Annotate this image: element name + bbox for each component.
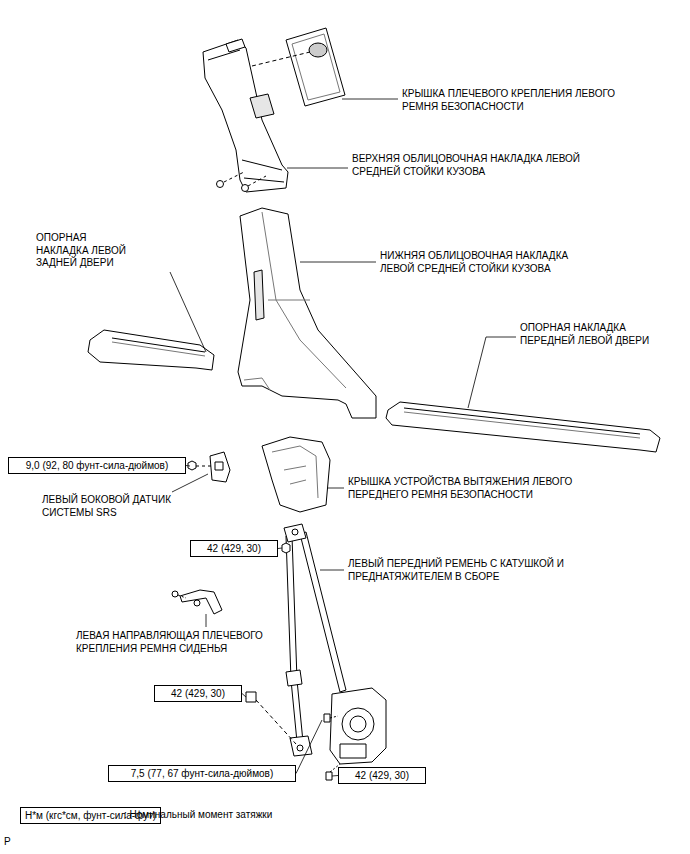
- leader-line: [287, 168, 348, 169]
- tongue-plate: [286, 670, 302, 686]
- belt-webbing: [300, 532, 346, 692]
- part-name: КРЫШКА УСТРОЙСТВА ВЫТЯЖЕНИЯ ЛЕВОГО ПЕРЕД…: [348, 476, 598, 501]
- leader-line: [468, 337, 516, 408]
- dashed-guide: [256, 700, 296, 744]
- sensor-connector: [215, 462, 223, 470]
- anchor-hole: [297, 745, 303, 751]
- anchor-cover: [286, 28, 345, 106]
- part-name: ЛЕВЫЙ ПЕРЕДНИЙ РЕМЕНЬ С КАТУШКОЙ И ПРЕДН…: [348, 558, 576, 583]
- upper-pillar-garnish: [203, 40, 288, 192]
- garnish-window: [250, 94, 274, 118]
- screw: [172, 591, 178, 597]
- bolt: [246, 692, 256, 702]
- retractor-cover: [262, 437, 330, 512]
- top-anchor-plate: [284, 524, 306, 542]
- leader-line: [320, 570, 344, 571]
- rear-scuff-plate: [88, 330, 214, 370]
- screw: [194, 600, 200, 606]
- nut: [282, 543, 290, 553]
- anchor-cover-inner: [292, 34, 340, 100]
- part-name: ЛЕВАЯ НАПРАВЛЯЮЩАЯ ПЛЕЧЕВОГО КРЕПЛЕНИЯ Р…: [76, 630, 286, 655]
- leader-line: [278, 548, 282, 550]
- belt-webbing: [286, 536, 303, 742]
- screw: [217, 181, 224, 188]
- bolt: [326, 772, 332, 780]
- bolt: [324, 714, 330, 722]
- torque-box: 9,0 (92, 80 фунт-сила-дюймов): [8, 457, 186, 474]
- part-name: НИЖНЯЯ ОБЛИЦОВОЧНАЯ НАКЛАДКА ЛЕВОЙ СРЕДН…: [380, 250, 592, 275]
- part-name: ОПОРНАЯ НАКЛАДКА ЛЕВОЙ ЗАДНЕЙ ДВЕРИ: [36, 232, 140, 270]
- leader-line: [172, 474, 208, 492]
- torque-value: 42 (429, 30): [207, 543, 261, 554]
- retractor-spool: [350, 716, 366, 732]
- leader-line: [206, 614, 207, 627]
- cover-contour: [272, 446, 318, 498]
- part-name: : Номинальный момент затяжки: [124, 809, 272, 822]
- torque-value: 7,5 (77, 67 фунт-сила-дюймов): [131, 768, 273, 779]
- torque-value: 42 (429, 30): [355, 770, 409, 781]
- figure-code: P: [4, 836, 11, 849]
- retractor: [330, 688, 386, 764]
- anchor-cover-hole: [309, 43, 327, 57]
- garnish-ridge: [208, 50, 284, 182]
- leader-line: [328, 488, 344, 489]
- scuff-groove: [112, 338, 205, 352]
- dashed-guide: [178, 595, 186, 598]
- scuff-groove: [404, 412, 640, 438]
- front-scuff-plate: [386, 402, 660, 452]
- dashed-guide: [252, 52, 310, 66]
- bottom-anchor-plate: [290, 736, 312, 756]
- leader-line: [242, 694, 246, 698]
- garnish-contour: [244, 212, 346, 390]
- part-name: ЛЕВЫЙ БОКОВОЙ ДАТЧИК СИСТЕМЫ SRS: [42, 494, 182, 519]
- srs-sensor: [210, 452, 230, 482]
- dashed-guide: [224, 172, 244, 182]
- torque-box: 7,5 (77, 67 фунт-сила-дюймов): [108, 765, 296, 782]
- shoulder-guide: [180, 590, 222, 614]
- anchor-hole: [292, 529, 298, 535]
- scuff-groove: [404, 408, 640, 434]
- torque-value: 42 (429, 30): [171, 688, 225, 699]
- part-name: КРЫШКА ПЛЕЧЕВОГО КРЕПЛЕНИЯ ЛЕВОГО РЕМНЯ …: [402, 88, 642, 113]
- retractor-spool: [342, 708, 374, 740]
- screw: [242, 185, 249, 192]
- dashed-guide: [330, 716, 338, 718]
- torque-box: 42 (429, 30): [338, 767, 426, 784]
- torque-value: 9,0 (92, 80 фунт-сила-дюймов): [26, 460, 168, 471]
- leader-line: [342, 99, 398, 100]
- lower-pillar-garnish: [238, 208, 376, 418]
- scuff-groove: [112, 342, 205, 356]
- part-name: ВЕРХНЯЯ ОБЛИЦОВОЧНАЯ НАКЛАДКА ЛЕВОЙ СРЕД…: [352, 153, 614, 178]
- dashed-guide: [248, 176, 266, 186]
- leader-line: [300, 262, 376, 263]
- garnish-slot: [254, 270, 264, 320]
- part-name: ОПОРНАЯ НАКЛАДКА ПЕРЕДНЕЙ ЛЕВОЙ ДВЕРИ: [520, 322, 672, 347]
- torque-box: 42 (429, 30): [190, 540, 278, 557]
- dashed-guide: [196, 466, 212, 467]
- leader-line: [296, 720, 322, 774]
- pretensioner: [340, 744, 366, 758]
- leader-line: [186, 465, 190, 467]
- garnish-tab: [226, 39, 245, 52]
- leader-line: [170, 272, 206, 352]
- torque-box: 42 (429, 30): [154, 685, 242, 702]
